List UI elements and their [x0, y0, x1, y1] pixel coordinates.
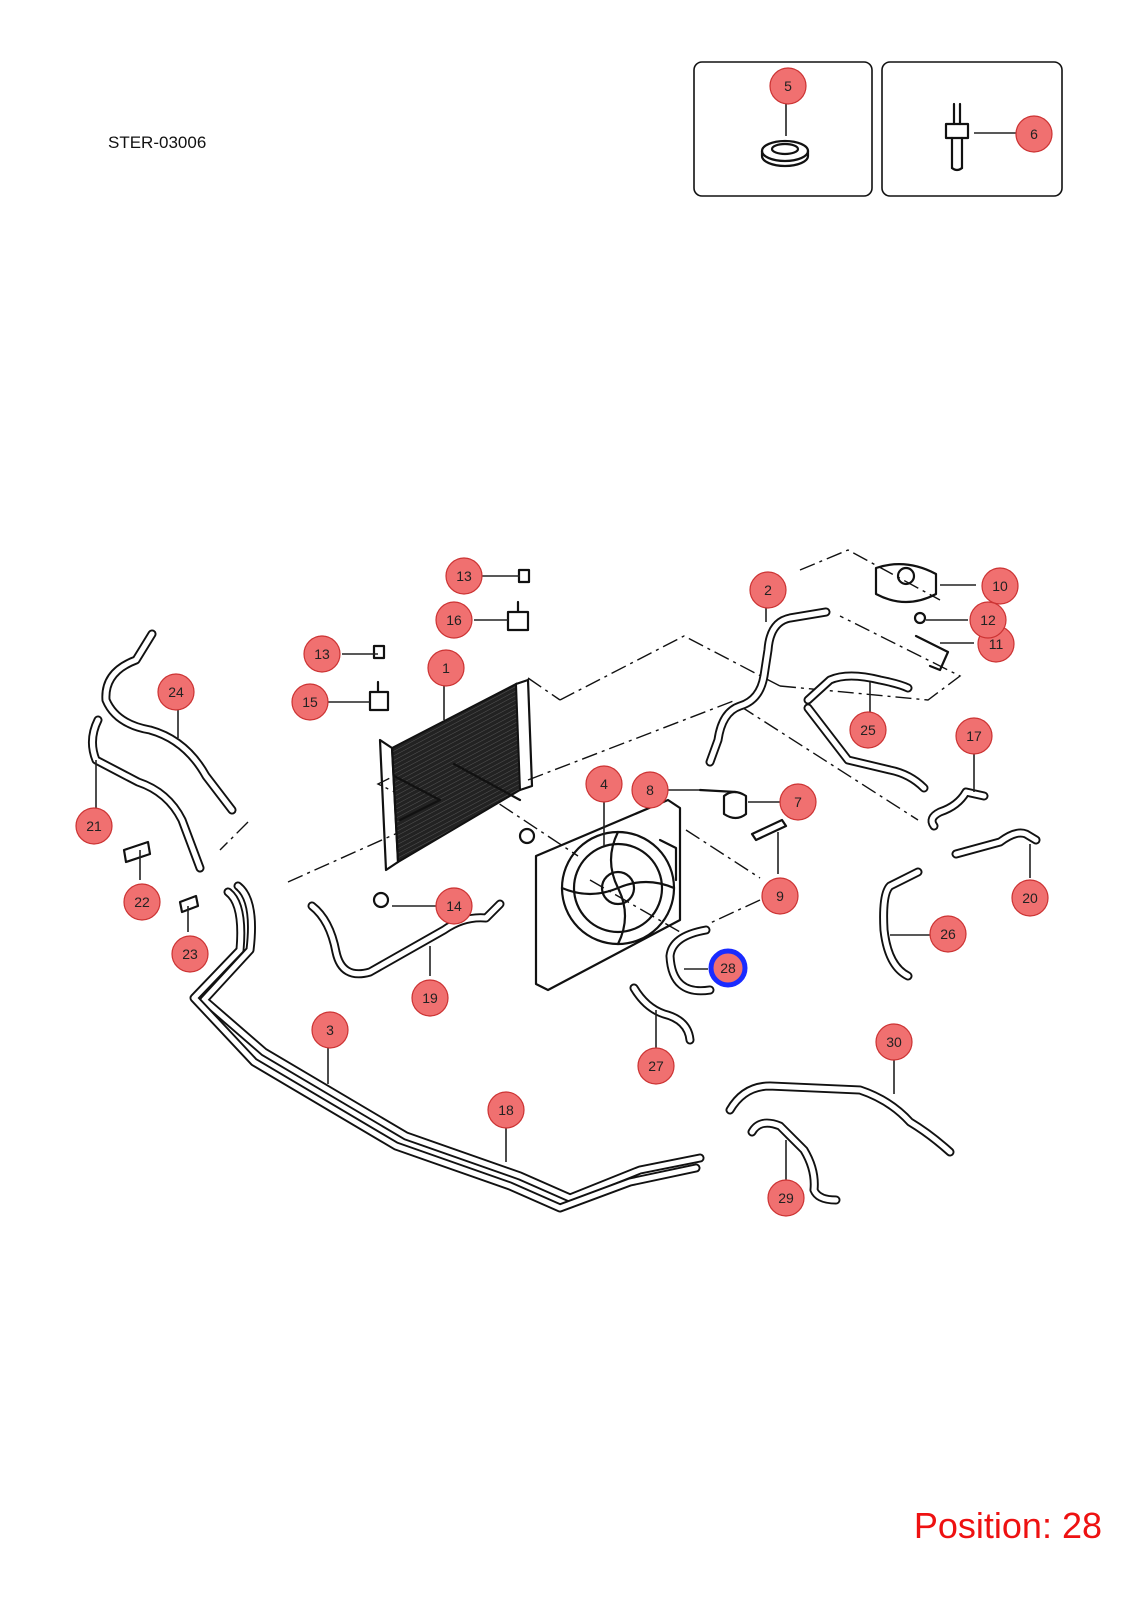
- upper-mounts: [368, 600, 530, 712]
- callout-17[interactable]: 17: [955, 717, 993, 755]
- svg-text:8: 8: [646, 782, 654, 798]
- callout-24[interactable]: 24: [157, 673, 195, 711]
- water-pump: [698, 788, 788, 842]
- callout-14[interactable]: 14: [435, 887, 473, 925]
- svg-text:28: 28: [720, 960, 736, 976]
- svg-text:24: 24: [168, 684, 184, 700]
- callout-13-lower[interactable]: 13: [303, 635, 341, 673]
- svg-text:13: 13: [314, 646, 330, 662]
- svg-text:10: 10: [992, 578, 1008, 594]
- svg-text:6: 6: [1030, 126, 1038, 142]
- hoses: [88, 607, 1041, 1213]
- inset-box-washer: [693, 61, 873, 197]
- callout-25[interactable]: 25: [849, 711, 887, 749]
- callout-23[interactable]: 23: [171, 935, 209, 973]
- expansion-tank: [874, 563, 950, 672]
- callout-16[interactable]: 16: [435, 601, 473, 639]
- callout-8[interactable]: 8: [631, 771, 669, 809]
- callout-30[interactable]: 30: [875, 1023, 913, 1061]
- svg-text:18: 18: [498, 1102, 514, 1118]
- svg-text:15: 15: [302, 694, 318, 710]
- leader-lines: [95, 97, 1031, 1184]
- callout-9[interactable]: 9: [761, 877, 799, 915]
- callout-3[interactable]: 3: [311, 1011, 349, 1049]
- document-code: STER-03006: [108, 133, 206, 152]
- svg-text:21: 21: [86, 818, 102, 834]
- callout-1[interactable]: 1: [427, 649, 465, 687]
- callout-29[interactable]: 29: [767, 1179, 805, 1217]
- callout-11[interactable]: 11: [977, 625, 1015, 663]
- svg-text:13: 13: [456, 568, 472, 584]
- inset-box-stud: [881, 61, 1063, 197]
- callout-18[interactable]: 18: [487, 1091, 525, 1129]
- callout-6[interactable]: 6: [1015, 115, 1053, 153]
- svg-text:4: 4: [600, 776, 608, 792]
- svg-text:25: 25: [860, 722, 876, 738]
- callout-21[interactable]: 21: [75, 807, 113, 845]
- callout-26[interactable]: 26: [929, 915, 967, 953]
- fan-shroud: [534, 798, 682, 992]
- position-label: Position: 28: [914, 1505, 1102, 1546]
- callout-20[interactable]: 20: [1011, 879, 1049, 917]
- callout-15[interactable]: 15: [291, 683, 329, 721]
- svg-text:11: 11: [989, 636, 1004, 652]
- svg-text:12: 12: [980, 612, 996, 628]
- clips: [122, 840, 200, 914]
- svg-text:17: 17: [966, 728, 982, 744]
- callout-22[interactable]: 22: [123, 883, 161, 921]
- svg-text:22: 22: [134, 894, 150, 910]
- svg-text:16: 16: [446, 612, 462, 628]
- radiator: [372, 568, 536, 909]
- callout-4[interactable]: 4: [585, 765, 623, 803]
- callout-13-upper[interactable]: 13: [445, 557, 483, 595]
- callout-10[interactable]: 10: [981, 567, 1019, 605]
- svg-text:27: 27: [648, 1058, 664, 1074]
- reference-lines: [219, 549, 962, 933]
- svg-text:2: 2: [764, 582, 772, 598]
- svg-text:19: 19: [422, 990, 438, 1006]
- callouts: 1 2 3 4 5 6 7 8 9 10 11 12 13 13 14 15 1…: [75, 67, 1053, 1217]
- svg-text:3: 3: [326, 1022, 334, 1038]
- callout-28[interactable]: 28: [708, 948, 748, 988]
- svg-text:20: 20: [1022, 890, 1038, 906]
- callout-5[interactable]: 5: [769, 67, 807, 105]
- svg-text:29: 29: [778, 1190, 794, 1206]
- callout-7[interactable]: 7: [779, 783, 817, 821]
- svg-text:5: 5: [784, 78, 792, 94]
- svg-text:30: 30: [886, 1034, 902, 1050]
- svg-text:1: 1: [442, 660, 450, 676]
- svg-text:9: 9: [776, 888, 784, 904]
- svg-text:7: 7: [794, 794, 802, 810]
- callout-2[interactable]: 2: [749, 571, 787, 609]
- callout-19[interactable]: 19: [411, 979, 449, 1017]
- callout-12[interactable]: 12: [969, 601, 1007, 639]
- callout-27[interactable]: 27: [637, 1047, 675, 1085]
- svg-text:23: 23: [182, 946, 198, 962]
- svg-text:14: 14: [446, 898, 462, 914]
- svg-text:26: 26: [940, 926, 956, 942]
